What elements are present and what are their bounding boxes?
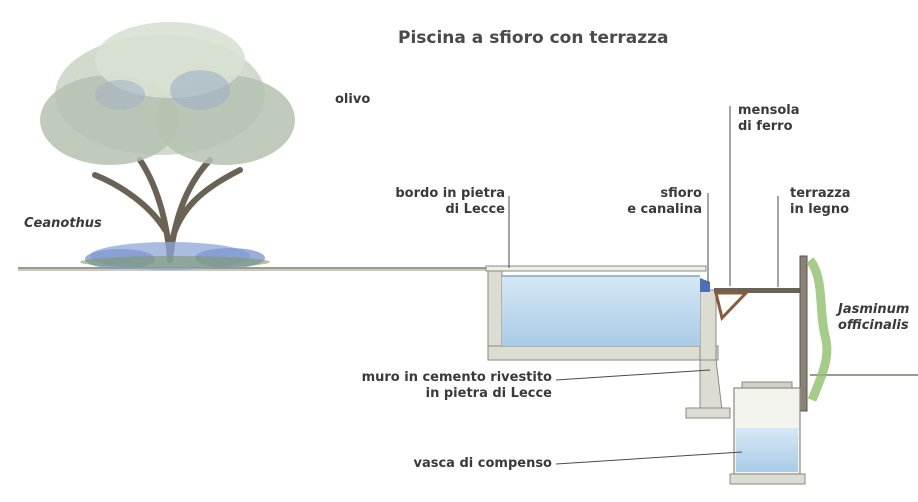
label-sfioro-line2: e canalina bbox=[627, 202, 702, 217]
label-mensola-line2: di ferro bbox=[738, 119, 793, 134]
pool-water bbox=[502, 275, 710, 346]
label-ceanothus: Ceanothus bbox=[24, 216, 102, 231]
label-vasca: vasca di compenso bbox=[413, 456, 552, 471]
label-terrazza-line1: terrazza bbox=[790, 186, 851, 201]
label-sfioro-line1: sfioro bbox=[660, 186, 702, 201]
compensation-tank bbox=[729, 381, 806, 485]
label-jasminum-line2: officinalis bbox=[838, 318, 909, 333]
label-terrazza-line2: in legno bbox=[790, 202, 850, 217]
pool-structure bbox=[485, 265, 731, 419]
label-bordo-line2: di Lecce bbox=[445, 202, 505, 217]
leader-lines bbox=[508, 106, 779, 465]
label-jasminum-line1: Jasminum bbox=[838, 302, 910, 317]
label-muro-line2: in pietra di Lecce bbox=[425, 386, 552, 401]
ground-line bbox=[18, 267, 918, 376]
terrace-structure bbox=[714, 255, 832, 412]
ceanothus-shrubs bbox=[80, 242, 270, 270]
label-bordo-line1: bordo in pietra bbox=[395, 186, 505, 201]
diagram-title: Piscina a sfioro con terrazza bbox=[398, 28, 669, 48]
label-muro-line1: muro in cemento rivestito bbox=[361, 370, 552, 385]
label-olivo: olivo bbox=[335, 92, 371, 107]
olive-tree bbox=[40, 22, 295, 263]
label-mensola-line1: mensola bbox=[738, 103, 800, 118]
